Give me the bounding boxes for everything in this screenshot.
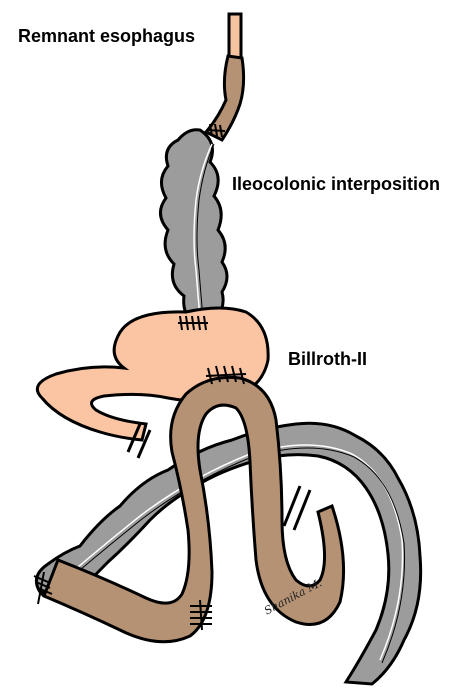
label-remnant-esophagus: Remnant esophagus xyxy=(18,26,195,47)
remnant-esophagus xyxy=(229,14,241,58)
label-ileocolonic-interposition: Ileocolonic interposition xyxy=(232,174,440,195)
division-mark-right xyxy=(284,486,310,530)
label-billroth: Billroth-II xyxy=(288,349,367,370)
ileal-segment xyxy=(206,56,244,140)
